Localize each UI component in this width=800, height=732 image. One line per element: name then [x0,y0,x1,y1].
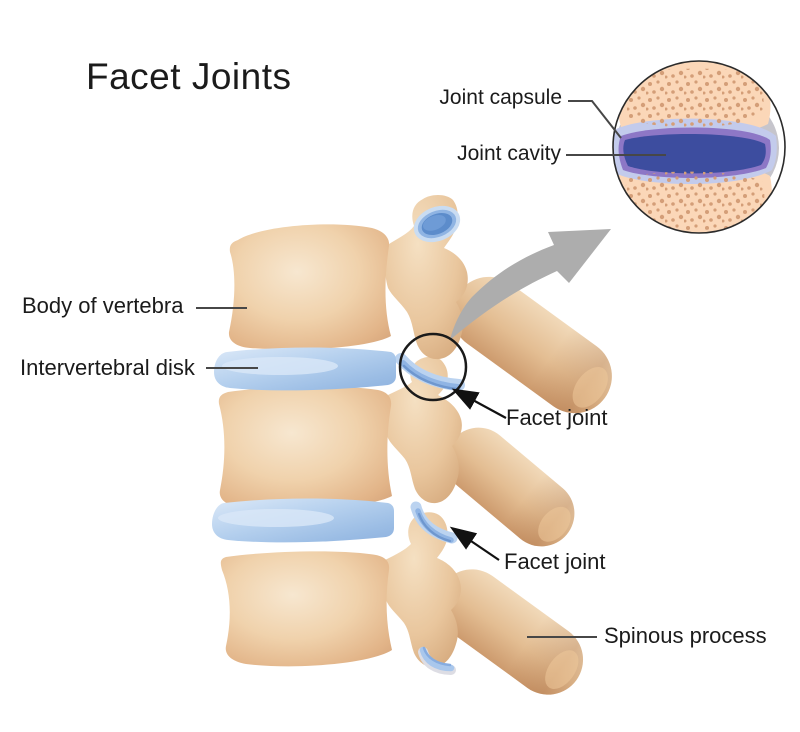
leader-joint-capsule [568,100,622,139]
zoom-callout-arrow-icon [450,229,611,340]
label-joint-cavity: Joint cavity [457,142,561,165]
vertebra-body-2 [218,386,392,510]
spongy-bone-dots-lower [625,171,765,231]
inset-outline-circle [612,60,786,234]
facet-joint-cartilage-lower [410,501,458,544]
joint-detail-inset [612,60,786,234]
vertebra-3-posterior [382,512,461,668]
spinous-process-3 [436,569,584,695]
vertebra-2-posterior [383,356,462,504]
spinous-process-1 [452,276,612,414]
label-spinous-process: Spinous process [604,623,767,648]
intervertebral-disk-2 [212,498,394,543]
diagram-title: Facet Joints [86,56,292,97]
spongy-bone-dots-upper [626,68,764,128]
vertebra-body-3 [220,551,392,667]
label-body-of-vertebra: Body of vertebra [22,293,184,318]
intervertebral-disk-1 [214,347,396,391]
label-facet-joint-upper: Facet joint [506,405,608,430]
joint-cavity-shape [623,134,766,174]
label-intervertebral-disk: Intervertebral disk [20,355,195,380]
vertebra-body-1 [228,224,391,350]
spinous-process-2 [445,427,575,547]
label-joint-capsule: Joint capsule [439,86,562,109]
superior-facet-surface [413,205,461,243]
pointer-facet-joint-upper [451,388,507,419]
label-facet-joint-lower: Facet joint [504,549,606,574]
facet-joint-highlight-circle [398,332,468,402]
pointer-facet-joint-lower [449,526,500,561]
facet-cartilage-bottom-sliver [418,646,456,675]
facet-joint-cartilage-upper [395,353,465,391]
